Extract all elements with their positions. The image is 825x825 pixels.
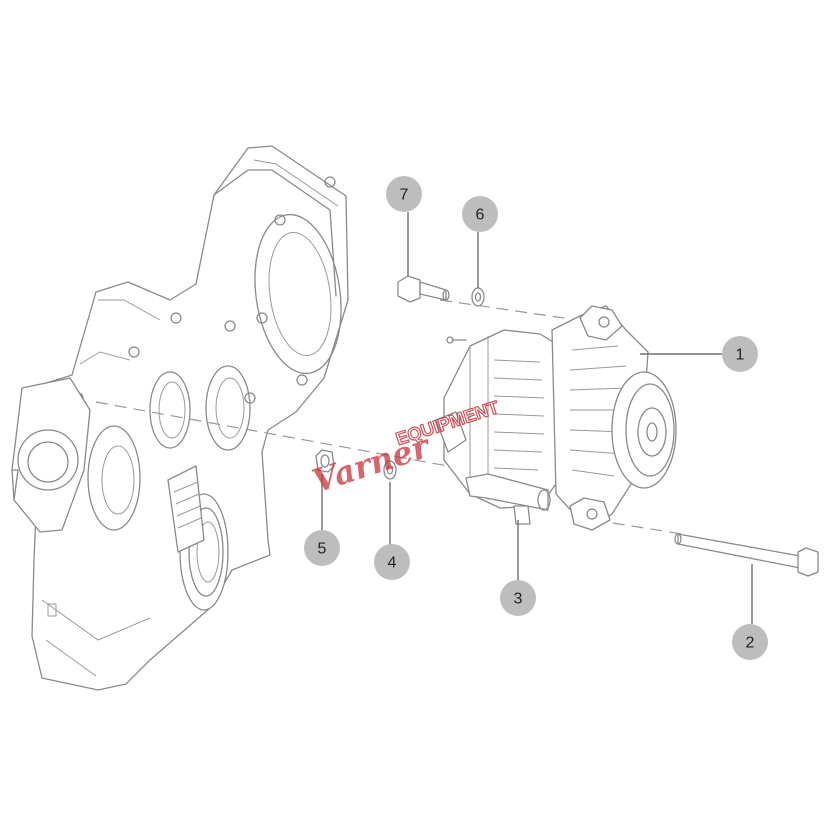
callout-5-label: 5 (318, 541, 327, 558)
callout-4: 4 (374, 544, 410, 580)
long-bolt-axis (593, 519, 683, 535)
alternator (435, 305, 677, 531)
upper-bolt-axis (439, 299, 579, 321)
hex-bolt-long (674, 533, 819, 577)
callout-2-label: 2 (746, 635, 755, 652)
hex-nut (315, 449, 335, 473)
callout-5: 5 (304, 530, 340, 566)
callout-7-label: 7 (400, 187, 409, 204)
washer-upper (471, 287, 485, 307)
callout-7: 7 (386, 176, 422, 212)
callout-6: 6 (462, 196, 498, 232)
hex-bolt-short (397, 275, 450, 303)
timing-cover-housing (11, 145, 349, 691)
callout-1-label: 1 (736, 347, 745, 364)
callout-2: 2 (732, 624, 768, 660)
leader-lines (321, 212, 753, 624)
callout-3-label: 3 (514, 591, 523, 608)
washer-lower (383, 460, 397, 480)
callout-6-label: 6 (476, 207, 485, 224)
callout-1: 1 (722, 336, 758, 372)
callout-4-label: 4 (388, 555, 397, 572)
callout-3: 3 (500, 580, 536, 616)
